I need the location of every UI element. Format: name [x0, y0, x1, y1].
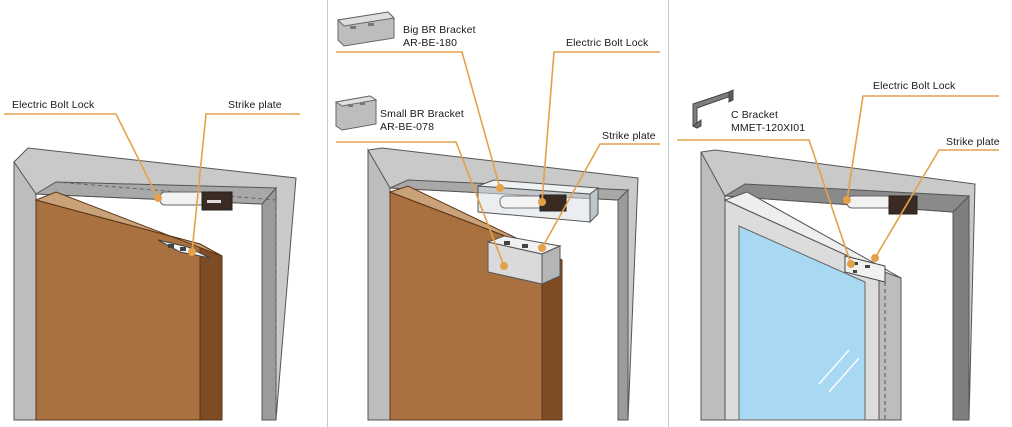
wood-door-illustration — [4, 113, 300, 421]
panel-wood-door-brackets: Big BR Bracket AR-BE-180 Electric Bolt L… — [328, 0, 668, 427]
strike-plate-label: Strike plate — [946, 136, 1000, 148]
strike-plate-shape — [157, 239, 211, 259]
small-bracket-callout-dot — [500, 262, 508, 270]
glass-pane — [738, 225, 866, 421]
door-leaf — [35, 199, 201, 421]
lock-callout-dot — [538, 198, 546, 206]
electric-bolt-lock-label: Electric Bolt Lock — [873, 80, 956, 92]
c-bracket-code: MMET-120XI01 — [731, 122, 806, 134]
small-br-bracket-thumbnail — [334, 95, 378, 131]
small-br-bracket-label: Small BR Bracket — [380, 108, 464, 120]
wood-door-bracket-illustration — [334, 11, 660, 421]
strike-plate-label: Strike plate — [602, 130, 656, 142]
c-bracket-label: C Bracket — [731, 109, 778, 121]
panel-wood-door-basic: Electric Bolt Lock Strike plate — [0, 0, 327, 427]
c-bracket-shape — [844, 255, 886, 283]
panel-divider-2 — [668, 0, 669, 427]
leader-lines — [336, 51, 660, 267]
strike-callout-dot — [188, 248, 196, 256]
big-br-bracket-thumbnail — [336, 11, 396, 47]
electric-bolt-lock-shape — [159, 191, 233, 211]
strike-callout-dot — [871, 254, 879, 262]
big-bracket-callout-dot — [496, 184, 504, 192]
big-br-bracket-shape — [477, 179, 600, 224]
lock-callout-dot — [843, 196, 851, 204]
strike-callout-dot — [538, 244, 546, 252]
glass-door-illustration — [677, 89, 999, 421]
c-bracket-callout-dot — [847, 260, 855, 268]
panel-glass-door-c-bracket: C Bracket MMET-120XI01 Electric Bolt Loc… — [669, 0, 1012, 427]
glass-reflection — [818, 349, 860, 393]
leader-lines — [4, 113, 300, 253]
panel-divider-1 — [327, 0, 328, 427]
electric-bolt-lock-label: Electric Bolt Lock — [566, 37, 649, 49]
electric-bolt-lock-label: Electric Bolt Lock — [12, 99, 95, 111]
small-br-bracket-code: AR-BE-078 — [380, 121, 435, 133]
strike-plate-label: Strike plate — [228, 99, 282, 111]
leader-lines — [677, 95, 999, 265]
big-br-bracket-label: Big BR Bracket — [403, 24, 476, 36]
door-leaf — [389, 191, 543, 421]
big-br-bracket-code: AR-BE-180 — [403, 37, 458, 49]
c-bracket-thumbnail — [692, 89, 734, 129]
lock-callout-dot — [154, 194, 162, 202]
